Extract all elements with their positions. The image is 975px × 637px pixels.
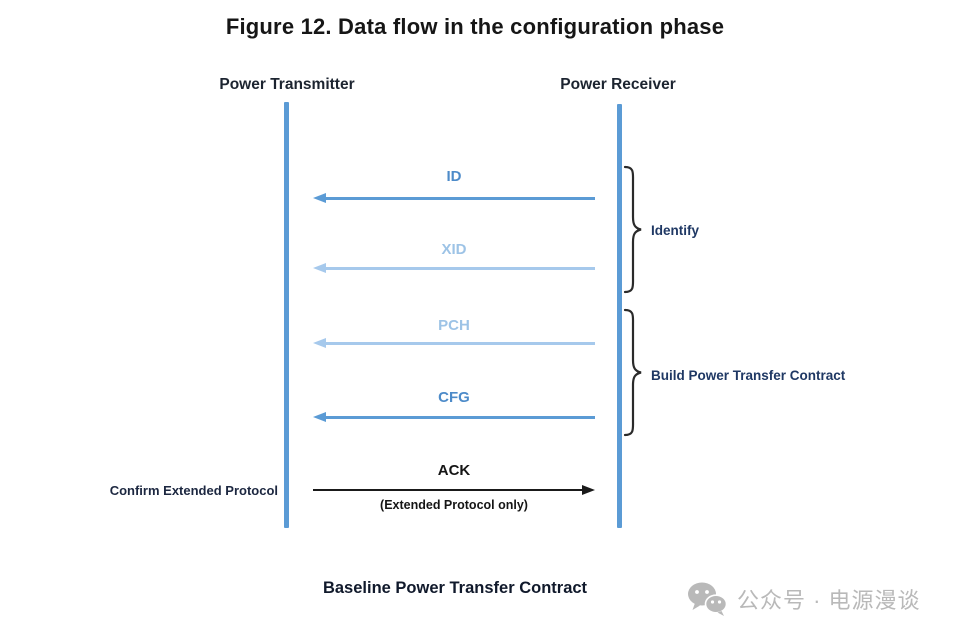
message-label-cfg: CFG — [438, 389, 470, 406]
xid-arrow — [313, 263, 595, 273]
cfg-arrow — [313, 412, 595, 422]
figure-title: Figure 12. Data flow in the configuratio… — [225, 14, 725, 39]
arrowhead-left-icon — [313, 193, 326, 203]
group-label-identify: Identify — [651, 223, 700, 238]
pch-arrow — [313, 338, 595, 348]
transmitter-lifeline — [284, 102, 289, 528]
build-contract-brace-icon — [623, 308, 642, 437]
wechat-icon — [688, 582, 728, 616]
arrowhead-right-icon — [582, 485, 595, 495]
watermark: 公众号 · 电源漫谈 — [686, 581, 921, 617]
baseline-contract-caption: Baseline Power Transfer Contract — [322, 579, 588, 597]
group-label-build-contract: Build Power Transfer Contract — [651, 368, 846, 383]
receiver-lifeline — [617, 104, 622, 528]
id-arrow — [313, 193, 595, 203]
ack-arrow — [313, 485, 595, 495]
identify-brace-icon — [623, 165, 642, 294]
arrow-shaft — [324, 266, 595, 270]
ack-note: (Extended Protocol only) — [380, 498, 528, 512]
watermark-text: 公众号 · 电源漫谈 — [737, 588, 921, 613]
message-label-pch: PCH — [438, 317, 470, 334]
transmitter-header: Power Transmitter — [219, 76, 355, 93]
arrowhead-left-icon — [313, 263, 326, 273]
confirm-extended-protocol-note: Confirm Extended Protocol — [109, 483, 278, 498]
message-label-id: ID — [446, 168, 462, 185]
message-label-ack: ACK — [437, 462, 471, 479]
arrow-shaft — [324, 415, 595, 419]
arrow-shaft — [324, 196, 595, 200]
arrowhead-left-icon — [313, 338, 326, 348]
receiver-header: Power Receiver — [560, 76, 676, 93]
arrowhead-left-icon — [313, 412, 326, 422]
arrow-shaft — [324, 341, 595, 345]
message-label-xid: XID — [441, 241, 467, 258]
arrow-shaft — [313, 489, 584, 492]
